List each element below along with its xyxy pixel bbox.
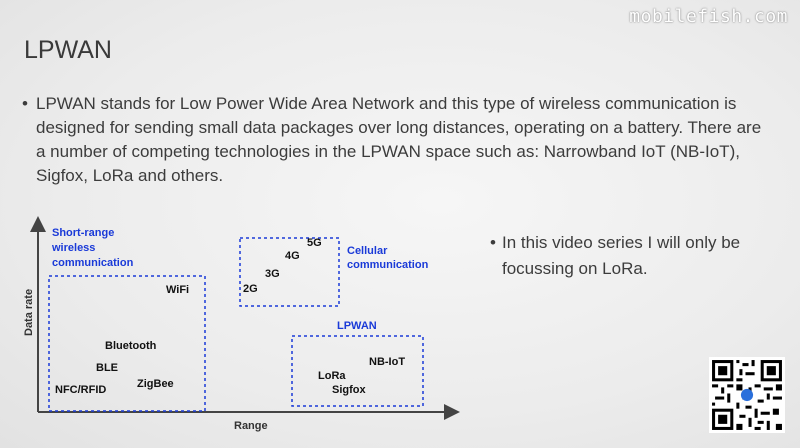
side-bullet-text: In this video series I will only be focu… xyxy=(502,233,741,278)
short-range-box xyxy=(48,275,206,412)
short-range-title-2: wireless xyxy=(51,242,95,254)
lpwan-title: LPWAN xyxy=(337,320,377,332)
item-nfc-rfid: NFC/RFID xyxy=(55,384,106,396)
item-3g: 3G xyxy=(265,268,280,280)
item-bluetooth: Bluetooth xyxy=(105,340,157,352)
bullet-dot-icon: • xyxy=(490,233,496,252)
short-range-title-3: communication xyxy=(52,257,134,269)
item-5g: 5G xyxy=(307,237,322,249)
qr-code-icon xyxy=(709,357,785,433)
bullet-dot-icon: • xyxy=(22,94,28,113)
item-4g: 4G xyxy=(285,250,300,262)
y-axis-label: Data rate xyxy=(23,289,35,336)
item-zigbee: ZigBee xyxy=(137,378,174,390)
main-bullet: • LPWAN stands for Low Power Wide Area N… xyxy=(22,92,772,188)
lpwan-box xyxy=(291,335,424,407)
side-bullet: • In this video series I will only be fo… xyxy=(490,230,790,282)
x-axis-label: Range xyxy=(234,420,268,432)
watermark: mobilefish.com xyxy=(629,6,788,27)
cellular-title-2: communication xyxy=(347,259,429,271)
cellular-title-1: Cellular xyxy=(347,245,388,257)
item-sigfox: Sigfox xyxy=(332,384,366,396)
item-2g: 2G xyxy=(243,283,258,295)
item-lora: LoRa xyxy=(318,370,346,382)
main-bullet-text: LPWAN stands for Low Power Wide Area Net… xyxy=(36,94,762,185)
item-ble: BLE xyxy=(96,362,118,374)
item-wifi: WiFi xyxy=(166,284,189,296)
item-nb-iot: NB-IoT xyxy=(369,356,405,368)
short-range-title-1: Short-range xyxy=(52,227,114,239)
slide-title: LPWAN xyxy=(24,36,112,64)
cellular-box xyxy=(239,237,340,307)
